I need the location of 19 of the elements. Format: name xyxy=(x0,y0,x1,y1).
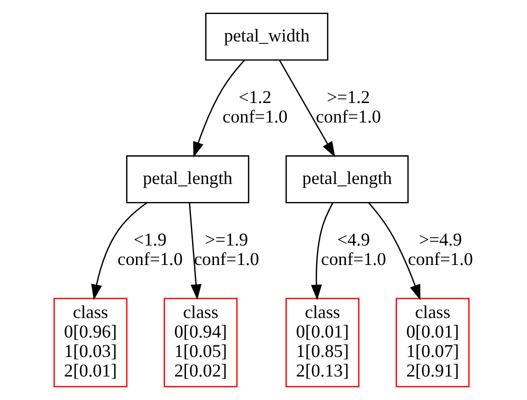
arrow xyxy=(193,60,245,158)
node-box: petal_length xyxy=(286,155,409,204)
node-box: class 0[0.96] 1[0.03] 2[0.01] xyxy=(54,298,128,388)
node-box: petal_length xyxy=(126,155,250,204)
edge-label: <4.9 conf=1.0 xyxy=(321,230,386,270)
node-box: petal_width xyxy=(205,12,328,61)
edge-label: <1.2 conf=1.0 xyxy=(222,87,288,126)
arrow xyxy=(311,202,334,300)
arrow xyxy=(188,202,202,300)
node-box: class 0[0.01] 1[0.07] 2[0.91] xyxy=(396,298,470,388)
node-box: class 0[0.01] 1[0.85] 2[0.13] xyxy=(286,298,360,388)
arrow xyxy=(279,60,336,158)
edge-label: >=1.2 conf=1.0 xyxy=(316,87,381,126)
edge-label: <1.9 conf=1.0 xyxy=(118,230,183,270)
edge-label: >=1.9 conf=1.0 xyxy=(194,230,260,270)
edge-label: >=4.9 conf=1.0 xyxy=(408,230,473,270)
arrow xyxy=(368,202,420,300)
arrow xyxy=(91,202,148,300)
node-box: class 0[0.94] 1[0.05] 2[0.02] xyxy=(164,298,238,388)
